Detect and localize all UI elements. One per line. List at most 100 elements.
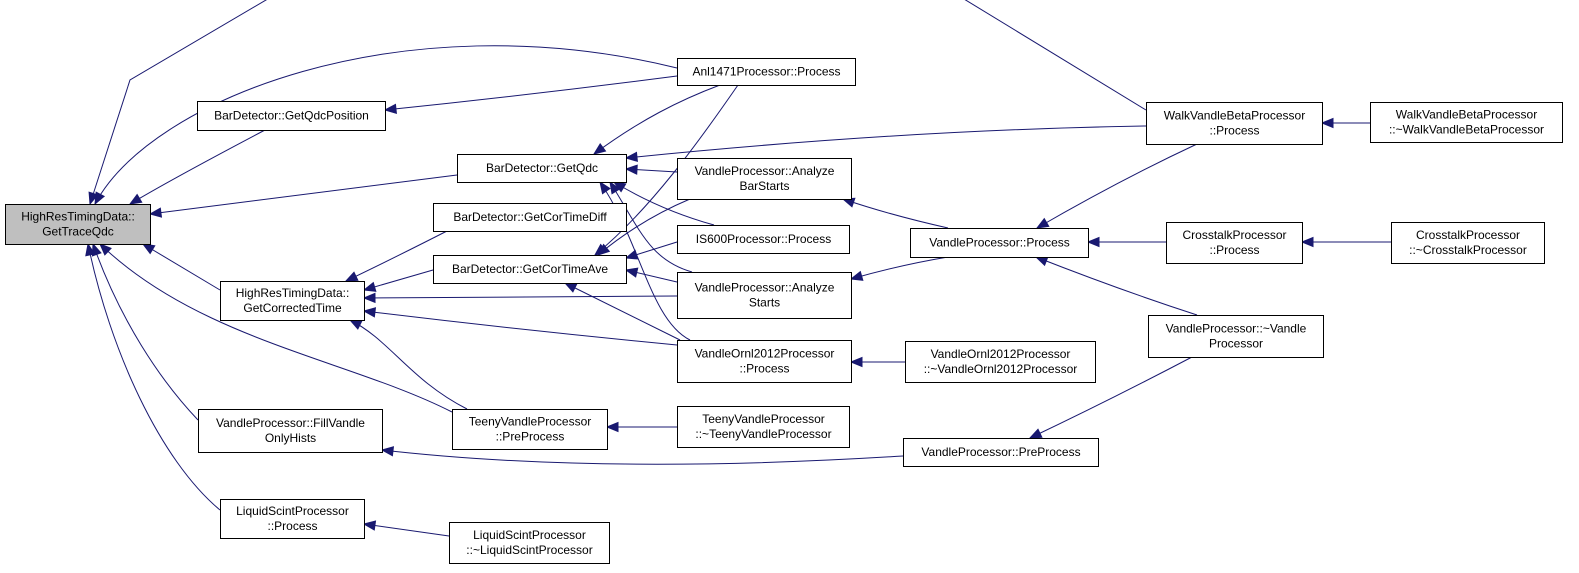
- node-label: VandleProcessor::Analyze: [695, 281, 835, 295]
- node-label: HighResTimingData::: [236, 286, 350, 300]
- edge-line: [381, 449, 904, 465]
- arrowhead-icon: [605, 421, 619, 433]
- node-label: BarDetector::GetQdc: [486, 161, 598, 175]
- edge-vp_pre-vp_dtor: [1028, 356, 1193, 439]
- arrowhead-icon: [99, 243, 112, 256]
- node-box: [903, 438, 1099, 467]
- arrowhead-icon: [380, 446, 395, 457]
- arrowhead-icon: [624, 164, 638, 175]
- node-label: VandleProcessor::Analyze: [695, 164, 835, 178]
- edge-tv_pre-tv_dtor: [605, 421, 677, 433]
- node-box: [452, 409, 608, 450]
- node-box: [197, 101, 386, 131]
- node-cp_proc[interactable]: CrosstalkProcessor::Process: [1166, 222, 1303, 264]
- arrowhead-icon: [128, 193, 143, 205]
- node-label: TeenyVandleProcessor: [702, 412, 825, 426]
- node-label: ::~TeenyVandleProcessor: [695, 427, 831, 441]
- node-label: ::~CrosstalkProcessor: [1409, 243, 1527, 257]
- node-box: [677, 158, 852, 200]
- node-box: [677, 225, 850, 254]
- edges-layer: [85, 0, 1391, 537]
- node-anl_proc[interactable]: Anl1471Processor::Process: [677, 58, 856, 86]
- nodes-layer: HighResTimingData::GetTraceQdcBarDetecto…: [5, 58, 1563, 564]
- edge-root-vp_fill: [91, 242, 199, 421]
- node-label: Anl1471Processor::Process: [692, 65, 840, 79]
- arrowhead-icon: [94, 191, 106, 206]
- arrowhead-icon: [624, 249, 639, 260]
- node-label: WalkVandleBetaProcessor: [1396, 108, 1537, 122]
- edge-bar_qdc-vp_as: [609, 180, 693, 273]
- node-vp_pre[interactable]: VandleProcessor::PreProcess: [903, 438, 1099, 467]
- node-bar_qdcpos[interactable]: BarDetector::GetQdcPosition: [197, 101, 386, 131]
- edge-line: [564, 282, 681, 341]
- node-vp_proc[interactable]: VandleProcessor::Process: [910, 228, 1089, 258]
- arrowhead-icon: [348, 319, 363, 330]
- edge-line: [593, 84, 721, 155]
- node-label: BarDetector::GetCorTimeAve: [452, 262, 608, 276]
- arrowhead-icon: [1028, 428, 1043, 439]
- edge-vp_proc-cp_proc: [1086, 236, 1166, 248]
- arrowhead-icon: [1320, 117, 1334, 129]
- edge-root-bar_qdc: [148, 174, 458, 218]
- node-label: CrosstalkProcessor: [1182, 228, 1286, 242]
- edge-line: [625, 125, 1147, 159]
- node-label: VandleProcessor::~Vandle: [1166, 322, 1307, 336]
- node-box: [905, 341, 1096, 383]
- edge-root-ls_proc: [85, 242, 221, 511]
- node-tv_dtor[interactable]: TeenyVandleProcessor::~TeenyVandleProces…: [677, 406, 850, 448]
- edge-line: [384, 75, 678, 111]
- node-wvb_proc[interactable]: WalkVandleBetaProcessor::Process: [1146, 102, 1323, 145]
- arrowhead-icon: [849, 356, 863, 368]
- node-bar_cordiff[interactable]: BarDetector::GetCorTimeDiff: [433, 203, 627, 232]
- node-hrtd_corr[interactable]: HighResTimingData::GetCorrectedTime: [220, 281, 365, 321]
- arrowhead-icon: [141, 243, 156, 255]
- edge-vp_as-vp_proc: [849, 256, 949, 281]
- arrowhead-icon: [624, 267, 639, 278]
- edge-root-wvb_proc: [88, 0, 1147, 206]
- node-label: ::Process: [1209, 243, 1259, 257]
- edge-hrtd_corr-vp_as: [362, 292, 678, 304]
- node-label: Processor: [1209, 337, 1263, 351]
- node-is600[interactable]: IS600Processor::Process: [677, 225, 850, 254]
- node-bar_qdc[interactable]: BarDetector::GetQdc: [457, 154, 627, 183]
- edge-line: [92, 243, 199, 421]
- edge-bar_corave-is600: [624, 241, 678, 260]
- node-vo_proc[interactable]: VandleOrnl2012Processor::Process: [677, 340, 852, 383]
- edge-hrtd_corr-bar_corave: [362, 269, 434, 292]
- arrowhead-icon: [362, 292, 376, 304]
- node-box: [220, 499, 365, 539]
- node-wvb_dtor[interactable]: WalkVandleBetaProcessor::~WalkVandleBeta…: [1370, 102, 1563, 143]
- edge-line: [363, 269, 434, 291]
- node-box: [677, 272, 852, 319]
- arrowhead-icon: [85, 242, 96, 257]
- node-cp_dtor[interactable]: CrosstalkProcessor::~CrosstalkProcessor: [1391, 222, 1545, 264]
- edge-bar_qdc-vp_abs: [624, 164, 678, 175]
- node-box: [1146, 102, 1323, 145]
- edge-line: [1036, 143, 1198, 229]
- node-tv_pre[interactable]: TeenyVandleProcessor::PreProcess: [452, 409, 608, 450]
- node-label: ::~WalkVandleBetaProcessor: [1389, 123, 1544, 137]
- node-box: [1391, 222, 1545, 264]
- node-vo_dtor[interactable]: VandleOrnl2012Processor::~VandleOrnl2012…: [905, 341, 1096, 383]
- node-label: ::~LiquidScintProcessor: [466, 543, 592, 557]
- node-box: [433, 203, 627, 232]
- node-vp_dtor[interactable]: VandleProcessor::~VandleProcessor: [1148, 315, 1324, 358]
- edge-line: [349, 319, 468, 410]
- edge-line: [129, 129, 266, 205]
- edge-line: [363, 295, 678, 299]
- edge-line: [1029, 356, 1193, 439]
- edge-vp_proc-vp_dtor: [1034, 256, 1198, 316]
- arrowhead-icon: [383, 103, 397, 115]
- node-root[interactable]: HighResTimingData::GetTraceQdc: [5, 204, 151, 245]
- edge-line: [99, 243, 453, 413]
- node-ls_dtor[interactable]: LiquidScintProcessor::~LiquidScintProces…: [449, 522, 610, 564]
- node-ls_proc[interactable]: LiquidScintProcessor::Process: [220, 499, 365, 539]
- node-bar_corave[interactable]: BarDetector::GetCorTimeAve: [433, 255, 627, 284]
- node-label: HighResTimingData::: [21, 210, 135, 224]
- arrowhead-icon: [1300, 236, 1314, 248]
- edge-wvb_proc-wvb_dtor: [1320, 117, 1370, 129]
